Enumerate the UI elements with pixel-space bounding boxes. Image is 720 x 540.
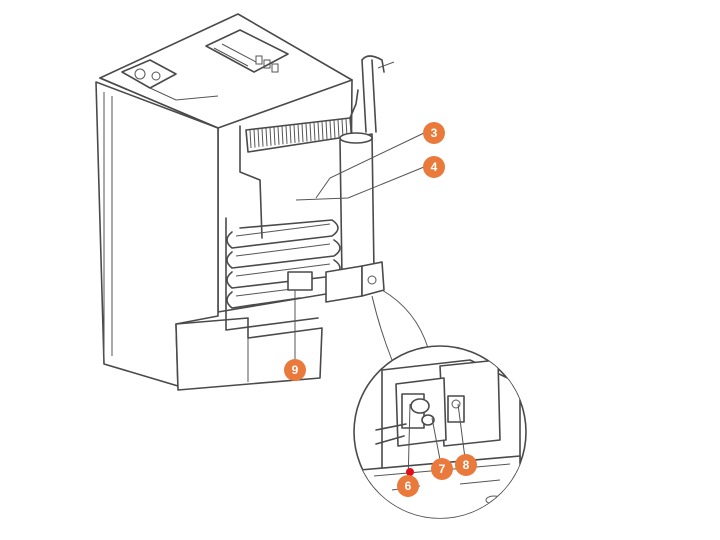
callout-6: 6 [397, 475, 419, 497]
callout-8-label: 8 [463, 458, 470, 472]
marker-dot [406, 468, 414, 476]
callout-9-label: 9 [292, 363, 299, 377]
callout-3-label: 3 [431, 126, 438, 140]
callout-4-badge [423, 156, 445, 178]
callout-4-label: 4 [431, 160, 438, 174]
callout-4: 4 [423, 156, 445, 178]
callout-9: 9 [284, 359, 306, 381]
callout-8: 8 [455, 454, 477, 476]
callout-6-badge [397, 475, 419, 497]
callout-9-badge [284, 359, 306, 381]
boiler-tube [339, 55, 395, 279]
callout-7: 7 [431, 458, 453, 480]
detail-inset [353, 345, 527, 519]
callout-7-badge [431, 458, 453, 480]
callout-7-label: 7 [439, 462, 446, 476]
zoom-connector [371, 289, 429, 361]
absorber-coils [225, 217, 385, 331]
callout-3-badge [423, 122, 445, 144]
top-electrical-box [121, 29, 289, 101]
condenser [239, 89, 359, 239]
fridge-cabinet [95, 13, 353, 391]
callout-6-label: 6 [405, 479, 412, 493]
callout-8-badge [455, 454, 477, 476]
callout-3: 3 [423, 122, 445, 144]
